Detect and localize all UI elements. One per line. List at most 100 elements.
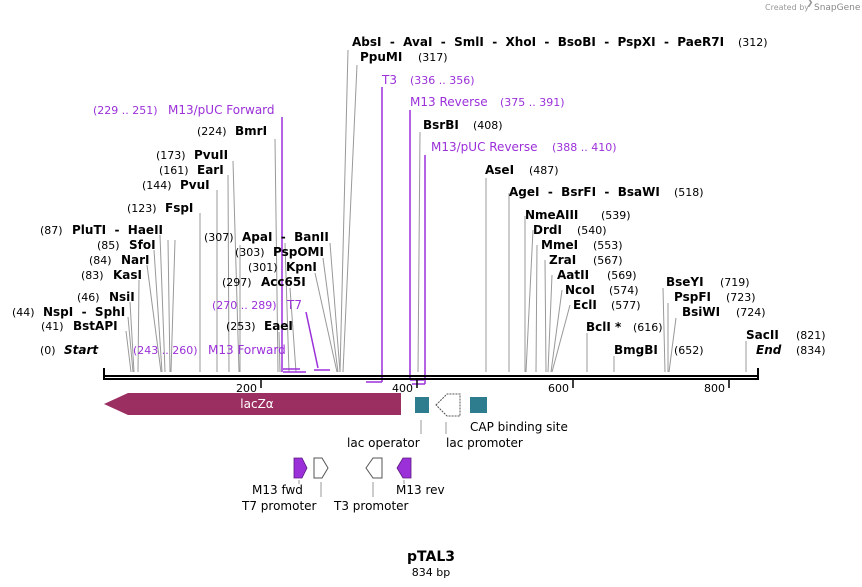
site-pspfi[interactable]: PspFI bbox=[674, 290, 711, 304]
site-kpni[interactable]: KpnI bbox=[286, 260, 317, 274]
primer-m13-reverse[interactable]: M13 Reverse bbox=[410, 95, 488, 109]
site-pvuii[interactable]: PvuII bbox=[194, 148, 228, 162]
site-acc65i[interactable]: Acc65I bbox=[261, 275, 306, 289]
site-kasi-pos: (83) bbox=[81, 269, 104, 282]
site-pvui[interactable]: PvuI bbox=[180, 178, 210, 192]
site-pvui-pos: (144) bbox=[142, 179, 172, 192]
site-nspi-sphi-pos: (44) bbox=[12, 306, 35, 319]
lac-operator-box[interactable] bbox=[415, 397, 429, 413]
site-pluti-haeii[interactable]: PluTI - HaeII bbox=[72, 223, 163, 237]
site-drdi[interactable]: DrdI bbox=[533, 223, 562, 237]
site-bstapi[interactable]: BstAPI bbox=[73, 319, 118, 333]
site-mmei[interactable]: MmeI bbox=[541, 238, 578, 252]
site-bmri-pos: (224) bbox=[197, 125, 227, 138]
site-ecli-pos: (577) bbox=[611, 299, 641, 312]
plasmid-name: pTAL3 bbox=[407, 549, 455, 565]
site-mmei-pos: (553) bbox=[593, 239, 623, 252]
lac-promoter-label: lac promoter bbox=[446, 436, 523, 450]
end-label: End bbox=[756, 343, 782, 357]
m13-fwd-label: M13 fwd bbox=[252, 483, 303, 497]
m13-rev-arrow[interactable] bbox=[396, 457, 412, 479]
site-kpni-pos: (301) bbox=[248, 261, 278, 274]
site-nmeaiii[interactable]: NmeAIII bbox=[525, 208, 578, 222]
site-bseyi-pos: (719) bbox=[720, 276, 750, 289]
start-pos: (0) bbox=[40, 344, 56, 357]
site-nmeaiii-pos: (539) bbox=[601, 209, 631, 222]
site-fspi[interactable]: FspI bbox=[165, 201, 193, 215]
site-zrai[interactable]: ZraI bbox=[549, 253, 576, 267]
plasmid-size: 834 bp bbox=[412, 566, 450, 579]
site-acc65i-pos: (297) bbox=[222, 276, 252, 289]
tick-label-200: 200 bbox=[236, 382, 257, 395]
site-leader-lines bbox=[125, 49, 747, 373]
site-aatii[interactable]: AatII bbox=[557, 268, 589, 282]
end-pos: (834) bbox=[796, 344, 826, 357]
start-label: Start bbox=[64, 343, 99, 357]
site-absi-group-pos: (312) bbox=[738, 36, 768, 49]
t3-promoter-label: T3 promoter bbox=[333, 499, 409, 513]
site-asei-pos: (487) bbox=[529, 164, 559, 177]
lacz-label: lacZα bbox=[240, 397, 274, 411]
t7-promoter-arrow[interactable] bbox=[313, 457, 329, 479]
site-bmgbi[interactable]: BmgBI bbox=[614, 343, 658, 357]
site-ppumi-pos: (317) bbox=[418, 51, 448, 64]
site-eaei-pos: (253) bbox=[226, 320, 256, 333]
site-bsrbi-pos: (408) bbox=[473, 119, 503, 132]
site-sfoi[interactable]: SfoI bbox=[129, 238, 156, 252]
site-eaei[interactable]: EaeI bbox=[264, 319, 293, 333]
site-nsii[interactable]: NsiI bbox=[109, 290, 135, 304]
cap-binding-site-box[interactable] bbox=[470, 397, 487, 413]
site-pspomi-pos: (303) bbox=[235, 246, 265, 259]
primer-t3-range: (336 .. 356) bbox=[410, 74, 475, 87]
site-bsiwi[interactable]: BsiWI bbox=[682, 305, 720, 319]
site-bcli[interactable]: BclI * bbox=[586, 320, 622, 334]
lac-promoter-arrow[interactable] bbox=[435, 393, 461, 417]
snapgene-logo-icon: ❯ bbox=[806, 0, 814, 8]
m13-fwd-arrow[interactable] bbox=[293, 457, 308, 479]
site-fspi-pos: (123) bbox=[127, 202, 157, 215]
site-bmri[interactable]: BmrI bbox=[235, 124, 267, 138]
site-apai-banii[interactable]: ApaI - BanII bbox=[242, 230, 329, 244]
site-apai-banii-pos: (307) bbox=[204, 231, 234, 244]
t3-promoter-arrow[interactable] bbox=[365, 457, 383, 479]
site-aatii-pos: (569) bbox=[607, 269, 637, 282]
site-nari-pos: (84) bbox=[89, 254, 112, 267]
site-ncoi-pos: (574) bbox=[609, 284, 639, 297]
lacz-arrow bbox=[104, 393, 401, 415]
primer-m13-puc-forward-range: (229 .. 251) bbox=[93, 104, 158, 117]
site-pvuii-pos: (173) bbox=[156, 149, 186, 162]
lac-operator-label: lac operator bbox=[347, 436, 420, 450]
site-ecli[interactable]: EclI bbox=[573, 298, 597, 312]
site-absi-group[interactable]: AbsI - AvaI - SmlI - XhoI - BsoBI - PspX… bbox=[352, 35, 724, 49]
site-ncoi[interactable]: NcoI bbox=[565, 283, 595, 297]
site-bstapi-pos: (41) bbox=[41, 320, 64, 333]
primer-m13-puc-forward[interactable]: M13/pUC Forward bbox=[168, 103, 275, 117]
primer-m13-forward-range: (243 .. 260) bbox=[133, 344, 198, 357]
site-kasi[interactable]: KasI bbox=[113, 268, 142, 282]
primer-m13-puc-reverse[interactable]: M13/pUC Reverse bbox=[431, 140, 538, 154]
tick-label-400: 400 bbox=[392, 382, 413, 395]
site-asei[interactable]: AseI bbox=[485, 163, 514, 177]
site-nari[interactable]: NarI bbox=[121, 253, 150, 267]
site-eari[interactable]: EarI bbox=[197, 163, 224, 177]
snapgene-brand: SnapGene bbox=[814, 3, 861, 13]
site-drdi-pos: (540) bbox=[577, 224, 607, 237]
site-sacii[interactable]: SacII bbox=[746, 328, 779, 342]
cap-binding-site-label: CAP binding site bbox=[470, 420, 568, 434]
t7-promoter-label: T7 promoter bbox=[241, 499, 317, 513]
primer-m13-forward[interactable]: M13 Forward bbox=[208, 343, 286, 357]
created-by-text: Created by bbox=[765, 3, 809, 12]
site-ppumi[interactable]: PpuMI bbox=[360, 50, 402, 64]
site-bseyi[interactable]: BseYI bbox=[666, 275, 704, 289]
primer-m13-puc-reverse-range: (388 .. 410) bbox=[552, 141, 617, 154]
site-nspi-sphi[interactable]: NspI - SphI bbox=[43, 305, 125, 319]
site-pspfi-pos: (723) bbox=[726, 291, 756, 304]
primer-t3[interactable]: T3 bbox=[381, 73, 397, 87]
site-bsrbi[interactable]: BsrBI bbox=[423, 118, 459, 132]
lacz-feature[interactable]: lacZα bbox=[104, 393, 401, 415]
site-pspomi[interactable]: PspOMI bbox=[273, 245, 324, 259]
site-agei-group[interactable]: AgeI - BsrFI - BsaWI bbox=[509, 185, 660, 199]
primer-t7[interactable]: T7 bbox=[286, 298, 302, 312]
site-nsii-pos: (46) bbox=[77, 291, 100, 304]
